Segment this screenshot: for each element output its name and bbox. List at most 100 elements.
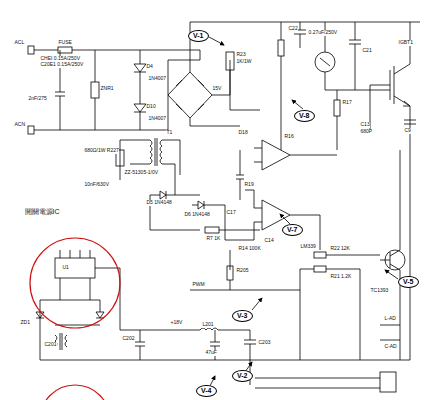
diode-symbol xyxy=(134,50,146,130)
resistor-symbol xyxy=(314,266,326,272)
callout-arrow xyxy=(385,270,398,279)
part-label: L201 xyxy=(202,322,214,328)
part-label: C17 xyxy=(226,210,236,216)
wire xyxy=(225,190,254,240)
wire xyxy=(370,85,390,130)
callout-arrow xyxy=(209,37,224,45)
part-label: R21 1.2K xyxy=(330,274,352,280)
ic-pins xyxy=(60,250,120,330)
part-label: 1N4007 xyxy=(148,76,167,82)
varistor-symbol xyxy=(91,82,99,98)
part-label: FUSE xyxy=(58,40,72,46)
part-label: IGBT1 xyxy=(398,40,413,46)
part-label: ZNR1 xyxy=(100,86,114,92)
part-label: ACN xyxy=(14,122,26,128)
callout-arrow xyxy=(252,298,262,310)
wire xyxy=(190,250,300,290)
callout-bubble: V-1 xyxy=(188,30,209,42)
wire xyxy=(250,300,380,388)
capacitor-symbol xyxy=(349,22,361,90)
callout-text: V-5 xyxy=(403,278,414,286)
callout-bubble: V-4 xyxy=(196,385,217,397)
wire xyxy=(300,255,380,300)
part-label: D6 1N4148 xyxy=(184,212,210,218)
comparator-symbol xyxy=(262,140,290,170)
wire xyxy=(380,325,400,340)
wire xyxy=(168,22,420,130)
resistor-symbol xyxy=(226,52,234,70)
diode-symbol xyxy=(36,300,104,325)
callout-arrow xyxy=(280,214,290,224)
part-label: CHEI 0.15A/250V xyxy=(40,56,80,62)
terminal xyxy=(28,46,34,54)
wire xyxy=(254,148,337,250)
part-label: R17 xyxy=(342,100,352,106)
capacitor-symbol xyxy=(236,150,244,200)
resistor-symbol xyxy=(334,100,340,116)
part-label: R23 xyxy=(236,52,246,58)
wire xyxy=(95,50,96,130)
part-label: 680P xyxy=(360,129,373,135)
connector-symbol xyxy=(380,372,396,392)
part-label: 10nF/630V xyxy=(84,182,109,188)
part-label: R14 100K xyxy=(238,246,261,252)
transformer-winding xyxy=(160,140,162,164)
capacitor-symbol xyxy=(210,330,220,360)
part-label: ZD1 xyxy=(20,320,30,326)
part-label: C-AD xyxy=(384,344,397,350)
part-label: C20E1 0.15A/250V xyxy=(40,62,84,68)
callout-bubble: V-2 xyxy=(232,370,253,382)
wire xyxy=(410,150,411,360)
bridge-rectifier xyxy=(168,72,212,118)
part-label: 680Ω/1W R227 xyxy=(84,148,119,154)
part-label: 47uF xyxy=(205,350,217,356)
part-label: C9 xyxy=(404,128,411,134)
part-label: 2nF/275 xyxy=(28,96,47,102)
part-label: C21 xyxy=(362,48,372,54)
part-label: T1 xyxy=(166,130,173,136)
wire xyxy=(337,90,338,150)
part-label: +18V xyxy=(170,320,183,326)
wire xyxy=(34,50,200,130)
resistor-symbol xyxy=(314,252,326,258)
terminal xyxy=(28,126,34,134)
callout-bubble: V-3 xyxy=(232,310,253,322)
switching-ic xyxy=(55,258,95,278)
callout-arrow xyxy=(292,100,303,109)
part-label: C22 xyxy=(288,26,298,32)
part-label: 0.27uF/250V xyxy=(308,30,338,36)
part-label: D4 xyxy=(146,64,153,70)
igbt-symbol xyxy=(403,101,410,106)
wire xyxy=(212,60,230,95)
resistor-symbol xyxy=(278,40,284,56)
part-label: ZZ-51305-1/0V xyxy=(124,170,159,176)
part-label: C14 xyxy=(264,238,274,244)
part-label: R7 1K xyxy=(206,236,221,242)
inductor-symbol xyxy=(120,328,256,360)
part-label: 1K/1W xyxy=(236,59,252,65)
transformer-core xyxy=(155,138,157,166)
part-label: R22 12K xyxy=(330,246,350,252)
part-label: U1 xyxy=(62,265,69,271)
part-label: C203 xyxy=(258,340,271,346)
part-label: C13 xyxy=(360,122,370,128)
wire xyxy=(120,140,180,195)
highlight-circle xyxy=(40,385,110,400)
callout-text: V-3 xyxy=(237,312,248,320)
part-label: L-AD xyxy=(384,316,396,322)
callout-text: V-4 xyxy=(201,387,212,395)
transformer-winding xyxy=(40,325,100,360)
wire xyxy=(281,22,282,150)
part-label: LM339 xyxy=(300,244,316,250)
part-label: R205 xyxy=(236,268,249,274)
resistor-symbol xyxy=(205,227,219,233)
part-label: ACL xyxy=(14,40,25,46)
callout-bubble: V-8 xyxy=(294,110,315,122)
capacitor-symbol xyxy=(135,330,145,360)
part-label: PWM xyxy=(192,282,205,288)
wire xyxy=(230,70,260,110)
part-label: 1N4007 xyxy=(148,116,167,122)
part-label: R19 xyxy=(244,182,254,188)
callout-text: V-7 xyxy=(287,226,298,234)
diode-symbol xyxy=(176,80,204,110)
